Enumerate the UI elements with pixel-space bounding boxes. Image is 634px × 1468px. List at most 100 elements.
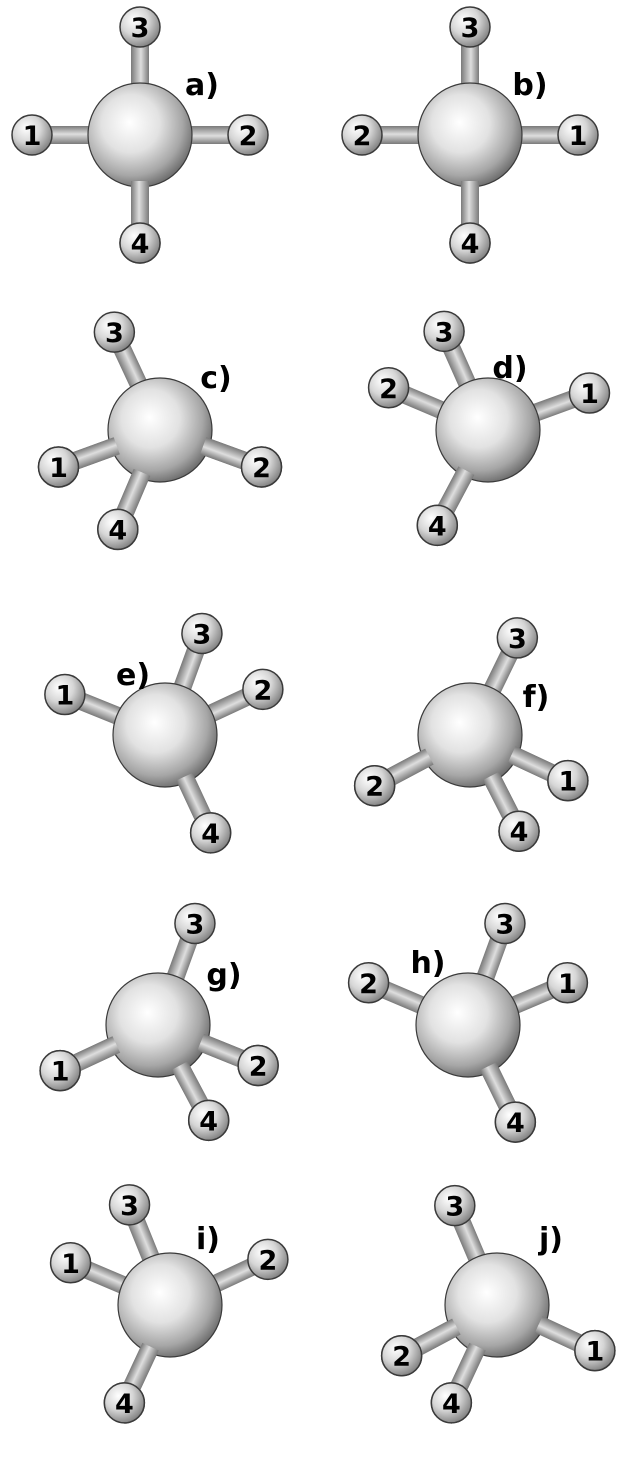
molecule-d: 21344d) [367, 310, 611, 547]
panel-tag: b) [512, 68, 547, 103]
panel-tag: c) [200, 361, 232, 396]
ligand-label-front: 4 [131, 229, 150, 260]
ligand-atom-front-4 [430, 1382, 473, 1424]
ligand-atom-2 [227, 114, 269, 156]
panel-tag: j) [538, 1222, 563, 1257]
ligand-label: 3 [193, 620, 212, 651]
ligand-label-front: 4 [115, 1389, 134, 1420]
ligand-atom-front-1 [574, 1329, 616, 1372]
molecule-e: 12344e) [44, 612, 284, 854]
ligand-label-front: 1 [49, 453, 68, 484]
ligand-atom-front-4 [494, 1101, 537, 1143]
ligand-label: 1 [55, 681, 74, 712]
ligand-label-front: 1 [585, 1337, 604, 1368]
ligand-atom-2 [242, 668, 284, 711]
ligand-atom-front-1 [37, 446, 80, 488]
ligand-atom-3 [496, 617, 539, 659]
panel-tag: i) [196, 1222, 220, 1257]
ligand-atom-1 [44, 673, 86, 716]
ligand-atom-3 [484, 902, 526, 945]
ligand-atom-front-4 [187, 1099, 230, 1142]
ligand-label: 3 [445, 1192, 464, 1223]
ligand-label-front: 1 [51, 1057, 70, 1088]
central-atom [117, 1252, 223, 1358]
ligand-label-front: 1 [558, 767, 577, 798]
ligand-atom-3 [93, 311, 136, 353]
central-atom [87, 82, 193, 188]
molecule-j: 2134214j) [380, 1184, 616, 1424]
central-atom [417, 682, 523, 788]
ligand-atom-2 [367, 367, 410, 409]
panel-tag: e) [116, 658, 150, 693]
ligand-label-front: 2 [252, 453, 271, 484]
ligand-atom-3 [449, 6, 491, 48]
ligand-atom-1 [49, 1242, 92, 1284]
ligand-atom-2 [247, 1238, 289, 1281]
ligand-atom-front-2 [237, 1044, 279, 1087]
ligand-atom-front-4 [416, 504, 459, 547]
ligand-atom-1 [557, 114, 599, 156]
ligand-label-front: 2 [249, 1051, 268, 1082]
molecule-c: 1234124c) [37, 311, 283, 551]
ligand-atom-front-4 [449, 222, 491, 264]
ligand-label-front: 2 [392, 1342, 411, 1373]
ligand-label: 1 [569, 121, 588, 152]
ligand-atom-front-4 [189, 812, 232, 854]
ligand-label-front: 4 [201, 819, 220, 850]
central-atom [415, 972, 521, 1078]
ligand-atom-front-4 [97, 508, 139, 551]
panel-tag: f) [523, 680, 550, 715]
ligand-label: 2 [239, 121, 258, 152]
ligand-atom-3 [181, 612, 223, 655]
ligand-atom-front-4 [119, 222, 161, 264]
ligand-label: 3 [435, 317, 454, 348]
ligand-atom-front-4 [498, 810, 540, 852]
ligand-label: 2 [379, 374, 398, 405]
ligand-label: 3 [496, 910, 515, 941]
panel-tag: a) [185, 68, 219, 103]
ligand-label: 3 [508, 624, 527, 655]
ligand-label: 2 [253, 675, 272, 706]
ligand-atom-front-2 [353, 764, 396, 807]
ligand-atom-3 [119, 6, 161, 48]
ligand-label: 2 [258, 1245, 277, 1276]
central-atom [444, 1252, 550, 1358]
ligand-atom-2 [341, 114, 383, 156]
ligand-label: 3 [461, 13, 480, 44]
central-atom [417, 82, 523, 188]
ligand-atom-front-1 [39, 1049, 81, 1092]
ligand-label-front: 4 [506, 1108, 525, 1139]
central-atom [112, 682, 218, 788]
ligand-atom-front-2 [240, 446, 283, 488]
panel-tag: h) [410, 946, 445, 981]
ligand-label: 3 [105, 318, 124, 349]
molecule-i: 12344i) [49, 1184, 289, 1424]
molecule-f: 2134214f) [353, 617, 589, 852]
ligand-atom-1 [546, 962, 589, 1004]
molecules-layer: 12344a)21344b)1234124c)21344d)12344e)213… [11, 6, 616, 1424]
ligand-atom-2 [347, 962, 390, 1004]
molecule-h: 21344h) [347, 902, 589, 1143]
ligand-atom-front-1 [547, 759, 589, 802]
ligand-label-front: 4 [510, 817, 529, 848]
ligand-atom-front-2 [380, 1334, 423, 1377]
ligand-label: 2 [359, 969, 378, 1000]
ligand-label-front: 2 [365, 772, 384, 803]
ligand-label-front: 4 [428, 511, 447, 542]
ligand-atom-3 [423, 310, 465, 353]
ligand-atom-1 [11, 114, 53, 156]
ligand-label-front: 4 [108, 515, 127, 546]
ligand-label-front: 4 [461, 229, 480, 260]
panel-tag: d) [492, 351, 527, 386]
ligand-label: 3 [131, 13, 150, 44]
ligand-atom-front-4 [103, 1382, 146, 1424]
ligand-label: 1 [61, 1249, 80, 1280]
molecule-a: 12344a) [11, 6, 269, 264]
ligand-label-front: 4 [442, 1389, 461, 1420]
ligand-label-front: 4 [199, 1106, 218, 1137]
ligand-atom-1 [568, 372, 611, 414]
ligand-atom-3 [434, 1184, 476, 1227]
central-atom [435, 377, 541, 483]
molecule-g: 1234124g) [39, 902, 279, 1142]
